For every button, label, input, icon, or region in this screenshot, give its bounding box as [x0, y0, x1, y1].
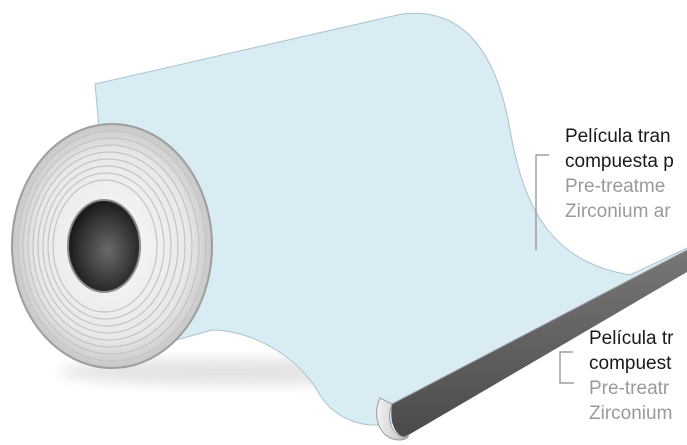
callout-top-line-4: Zirconium ar — [565, 201, 671, 222]
callout-bottom-coating: Película tr compuest Pre-treatr Zirconiu… — [589, 326, 673, 426]
callout-top-coating: Película tran compuesta p Pre-treatme Zi… — [565, 124, 674, 224]
callout-top-line-3: Pre-treatme — [565, 176, 666, 197]
film-sheet — [94, 12, 687, 426]
callout-top-line-1: Película tran — [565, 126, 671, 147]
metal-strip — [391, 250, 687, 437]
callout-bottom-line-3: Pre-treatr — [589, 378, 670, 399]
callout-bottom-line-2: compuest — [589, 353, 672, 374]
roll-core — [67, 199, 141, 293]
callout-bottom-line-4: Zirconium — [589, 403, 673, 424]
leader-line-top — [535, 154, 549, 250]
leader-line-bottom — [559, 351, 574, 384]
callout-top-line-2: compuesta p — [565, 151, 674, 172]
strip-curl — [376, 397, 409, 441]
callout-bottom-line-1: Película tr — [589, 328, 674, 349]
strip-edge-line — [391, 249, 687, 405]
roll-rings — [17, 130, 207, 362]
